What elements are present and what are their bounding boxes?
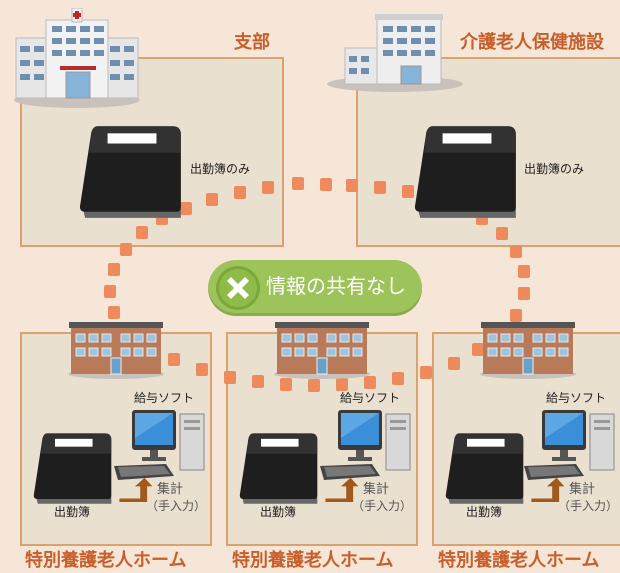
nursing-home-building-icon: [476, 320, 580, 380]
home-title-2: 特別養護老人ホーム: [232, 550, 394, 571]
x-icon: [216, 266, 260, 310]
facility-building-icon: [325, 12, 465, 92]
no-sharing-badge: 情報の共有なし: [208, 260, 422, 316]
tally-note: （手入力）: [146, 499, 207, 513]
payroll-software-label: 給与ソフト: [134, 391, 195, 405]
no-sharing-text: 情報の共有なし: [266, 274, 406, 298]
care-facility-title: 介護老人保健施設: [460, 32, 604, 53]
care-book-label: 出勤簿のみ: [524, 162, 585, 176]
branch-book-label: 出勤簿のみ: [190, 162, 251, 176]
attendance-book-icon: [30, 430, 116, 504]
tally-note: （手入力）: [558, 499, 619, 513]
attendance-book-icon: [236, 430, 322, 504]
nursing-home-building-icon: [270, 320, 374, 380]
payroll-software-label: 給与ソフト: [340, 391, 401, 405]
home-book-label: 出勤簿: [466, 505, 503, 519]
attendance-book-icon: [442, 430, 528, 504]
tally-label: 集計: [363, 482, 390, 497]
home-book-label: 出勤簿: [260, 505, 297, 519]
home-title-3: 特別養護老人ホーム: [438, 550, 600, 571]
nursing-home-building-icon: [64, 320, 168, 380]
attendance-book-icon: [75, 122, 187, 218]
attendance-book-icon: [410, 122, 522, 218]
tally-note: （手入力）: [352, 499, 413, 513]
tally-label: 集計: [569, 482, 596, 497]
tally-label: 集計: [157, 482, 184, 497]
branch-title: 支部: [234, 32, 270, 53]
hospital-building-icon: [8, 8, 146, 108]
payroll-software-label: 給与ソフト: [546, 391, 607, 405]
home-title-1: 特別養護老人ホーム: [25, 550, 187, 571]
home-book-label: 出勤簿: [54, 505, 91, 519]
